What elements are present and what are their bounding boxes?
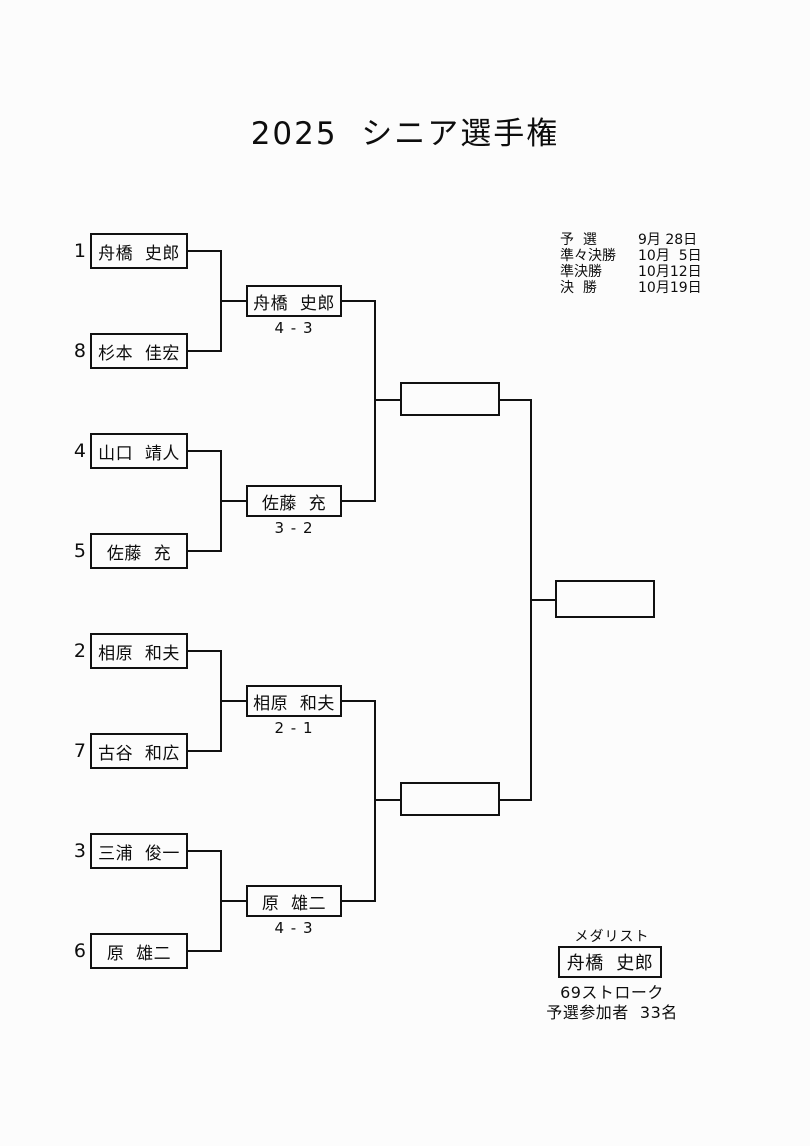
bracket-connector: [342, 900, 376, 902]
round1-player-box[interactable]: 山口 靖人: [90, 433, 188, 469]
round1-player-box[interactable]: 杉本 佳宏: [90, 333, 188, 369]
bracket-connector: [342, 500, 376, 502]
round1-player-box[interactable]: 佐藤 充: [90, 533, 188, 569]
schedule-date: 9月 28日: [638, 232, 698, 248]
bracket-connector: [498, 799, 532, 801]
seed-number: 2: [73, 640, 86, 662]
round2-score: 2 - 1: [274, 719, 314, 737]
seed-number: 6: [73, 940, 86, 962]
round2-score: 4 - 3: [274, 319, 314, 337]
round2-winner-box[interactable]: 相原 和夫: [246, 685, 342, 717]
seed-number: 1: [73, 240, 86, 262]
qualifier-entrants-count: 予選参加者 33名: [546, 1003, 678, 1022]
schedule-label: 予 選: [560, 232, 597, 248]
bracket-connector: [188, 750, 222, 752]
bracket-connector: [188, 250, 222, 252]
medalist-strokes: 69ストローク: [560, 983, 664, 1002]
round2-score: 4 - 3: [274, 919, 314, 937]
bracket-connector: [188, 550, 222, 552]
round2-score: 3 - 2: [274, 519, 314, 537]
seed-number: 5: [73, 540, 86, 562]
bracket-connector: [342, 700, 376, 702]
medalist-block: メダリスト 舟橋 史郎 69ストローク 予選参加者 33名: [508, 928, 716, 1023]
schedule-row: 準々決勝 10月 5日: [560, 248, 702, 264]
medalist-name-box[interactable]: 舟橋 史郎: [558, 946, 662, 978]
bracket-connector: [374, 799, 402, 801]
final-champion-box[interactable]: [555, 580, 655, 618]
schedule-label: 決 勝: [560, 280, 597, 296]
bracket-connector: [220, 700, 246, 702]
round1-player-box[interactable]: 舟橋 史郎: [90, 233, 188, 269]
schedule-date: 10月12日: [638, 264, 702, 280]
schedule-block: 予 選 9月 28日 準々決勝 10月 5日 準決勝 10月12日 決 勝 10…: [560, 232, 702, 296]
schedule-date: 10月19日: [638, 280, 702, 296]
schedule-row: 準決勝 10月12日: [560, 264, 702, 280]
schedule-row: 決 勝 10月19日: [560, 280, 702, 296]
bracket-connector: [374, 700, 376, 902]
round2-winner-box[interactable]: 舟橋 史郎: [246, 285, 342, 317]
round2-winner-box[interactable]: 佐藤 充: [246, 485, 342, 517]
bracket-connector: [498, 399, 532, 401]
bracket-connector: [188, 850, 222, 852]
page-title: 2025 シニア選手権: [250, 116, 560, 152]
bracket-connector: [188, 350, 222, 352]
bracket-connector: [342, 300, 376, 302]
schedule-label: 準決勝: [560, 264, 602, 280]
seed-number: 7: [73, 740, 86, 762]
round1-player-box[interactable]: 原 雄二: [90, 933, 188, 969]
seed-number: 4: [73, 440, 86, 462]
semifinal-winner-box[interactable]: [400, 382, 500, 416]
schedule-date: 10月 5日: [638, 248, 702, 264]
bracket-connector: [530, 599, 556, 601]
seed-number: 3: [73, 840, 86, 862]
bracket-connector: [374, 399, 402, 401]
schedule-row: 予 選 9月 28日: [560, 232, 702, 248]
round2-winner-box[interactable]: 原 雄二: [246, 885, 342, 917]
round1-player-box[interactable]: 相原 和夫: [90, 633, 188, 669]
schedule-label: 準々決勝: [560, 248, 616, 264]
bracket-connector: [188, 650, 222, 652]
bracket-connector: [220, 300, 246, 302]
bracket-connector: [188, 950, 222, 952]
round1-player-box[interactable]: 古谷 和広: [90, 733, 188, 769]
bracket-connector: [374, 300, 376, 502]
bracket-connector: [188, 450, 222, 452]
medalist-heading: メダリスト: [574, 929, 650, 945]
bracket-connector: [220, 900, 246, 902]
round1-player-box[interactable]: 三浦 俊一: [90, 833, 188, 869]
semifinal-winner-box[interactable]: [400, 782, 500, 816]
seed-number: 8: [73, 340, 86, 362]
medalist-box-wrapper: 舟橋 史郎: [508, 946, 716, 980]
bracket-connector: [220, 500, 246, 502]
